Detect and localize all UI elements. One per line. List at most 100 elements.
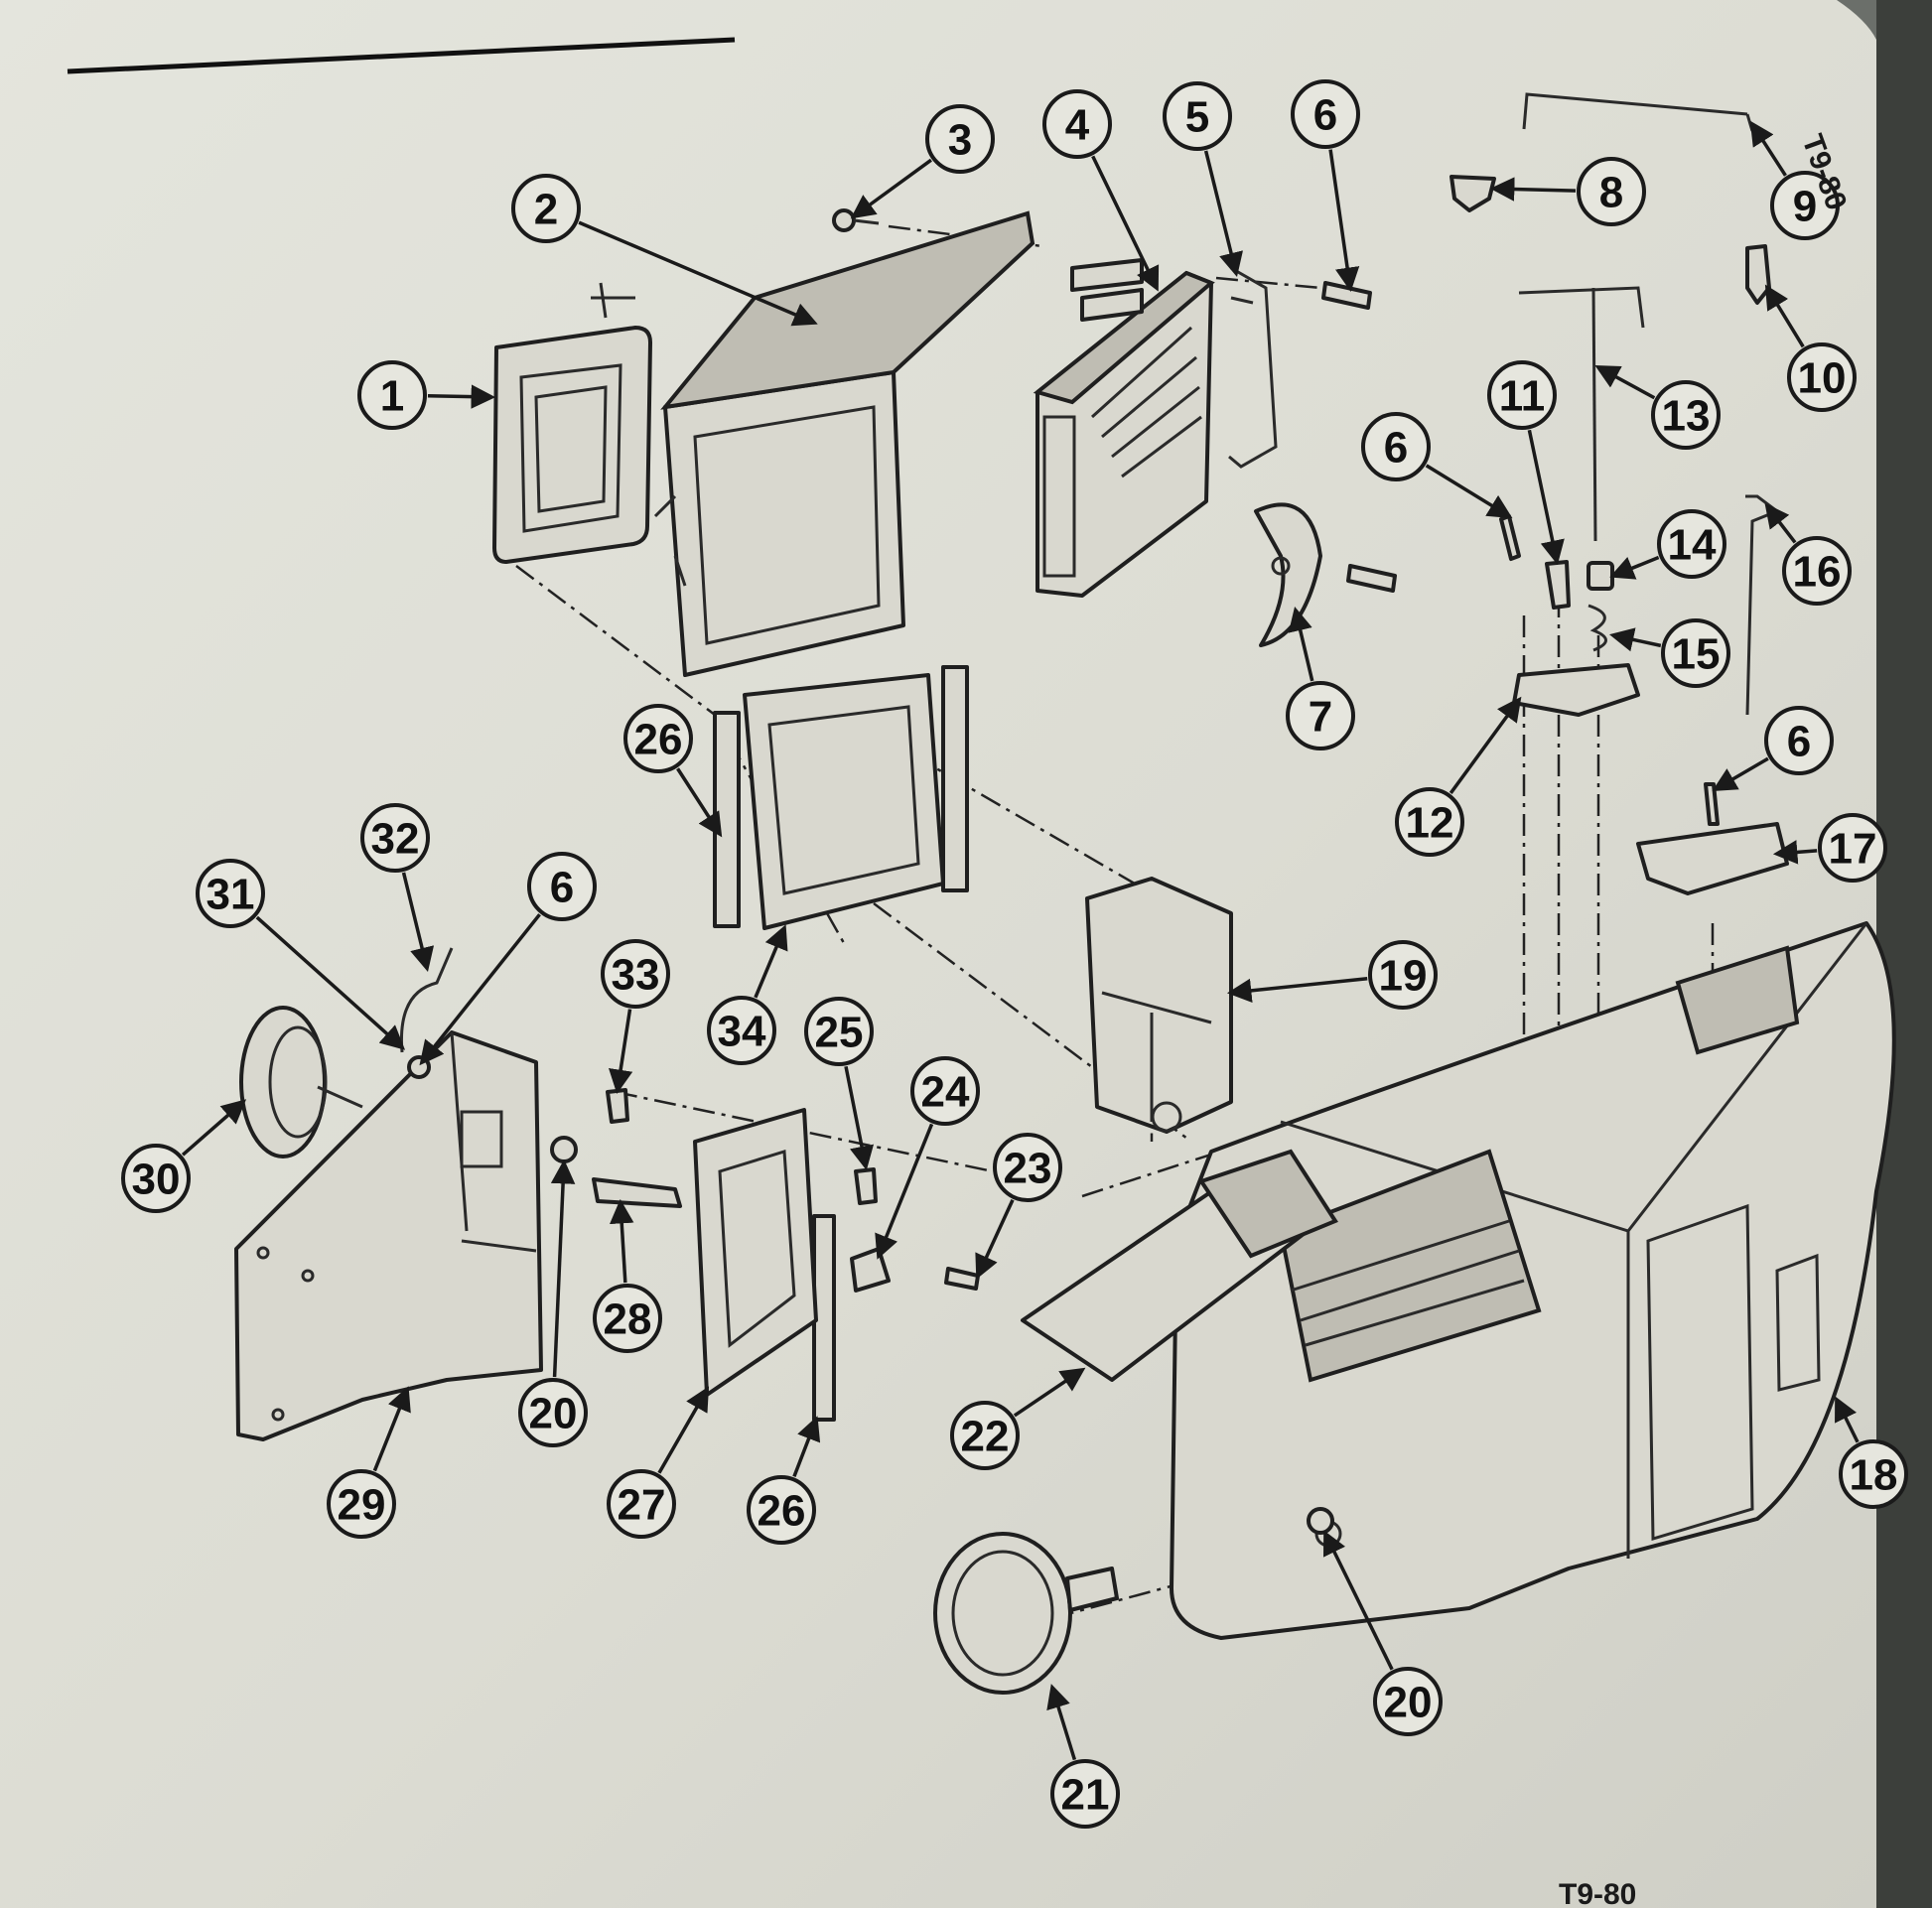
leader-line: [1527, 429, 1565, 565]
leader-line: [1013, 1367, 1086, 1418]
callout-26: 26: [623, 704, 723, 838]
callout-number: 30: [132, 1156, 181, 1204]
callout-bubble: [1661, 618, 1730, 688]
callout-number: 5: [1185, 93, 1209, 142]
callout-number: 8: [1599, 169, 1623, 217]
callout-number: 28: [604, 1295, 652, 1344]
leader-line: [255, 915, 406, 1050]
callout-28: 28: [593, 1198, 662, 1353]
callout-number: 4: [1065, 101, 1090, 150]
leader-line: [1046, 1684, 1077, 1761]
callout-bubble: [623, 704, 693, 773]
callout-number: 2: [534, 186, 558, 234]
callout-bubble: [925, 104, 995, 174]
callout-26: 26: [747, 1416, 821, 1545]
leader-line: [1764, 284, 1805, 348]
callout-number: 24: [921, 1068, 970, 1117]
callout-bubble: [1373, 1667, 1443, 1736]
callout-bubble: [518, 1378, 588, 1447]
part-2-frame: [653, 210, 1035, 677]
leader-line: [1609, 555, 1660, 580]
leader-line: [1328, 149, 1360, 293]
callout-number: 33: [612, 951, 660, 1000]
callout-20: 20: [1323, 1530, 1443, 1736]
leader-line: [578, 220, 818, 327]
leader-line: [1449, 696, 1522, 794]
callout-bubble: [1395, 787, 1464, 857]
part-22-slide: [1021, 1149, 1338, 1382]
callout-bubble: [747, 1475, 816, 1545]
part-3-screw: [832, 208, 880, 232]
leader-line: [1594, 365, 1656, 400]
callout-number: 7: [1309, 693, 1332, 742]
callout-bubble: [1782, 536, 1852, 606]
callout-25: 25: [804, 997, 875, 1171]
callout-number: 34: [718, 1008, 766, 1056]
leader-line: [1609, 627, 1662, 652]
callout-bubble: [196, 859, 265, 928]
leader-line: [1489, 177, 1577, 202]
part-18-case: [1170, 921, 1896, 1640]
leader-line: [550, 1158, 576, 1378]
callout-number: 23: [1004, 1145, 1052, 1193]
callout-8: 8: [1489, 157, 1646, 226]
leader-line: [1749, 120, 1787, 177]
leader-line: [1323, 1530, 1394, 1671]
callout-number: 1: [380, 372, 404, 421]
callout-number: 9: [1793, 183, 1817, 231]
callout-bubble: [707, 996, 776, 1065]
part-30-vacuum-motor: [239, 1006, 363, 1158]
part-5-bracket: [1228, 266, 1278, 469]
callout-2: 2: [511, 174, 818, 327]
callout-1: 1: [357, 360, 496, 430]
callout-9: 9: [1749, 120, 1840, 240]
callout-number: 16: [1793, 548, 1842, 597]
callout-number: 20: [529, 1390, 578, 1438]
leader-line: [1764, 502, 1797, 544]
callout-bubble: [1839, 1439, 1908, 1509]
callout-bubble: [360, 803, 430, 873]
callout-bubble: [511, 174, 581, 243]
leader-line: [676, 767, 723, 838]
leader-line: [1091, 155, 1160, 292]
part-26-seals: [713, 665, 969, 1422]
callout-bubble: [950, 1401, 1020, 1470]
leader-line: [372, 1386, 411, 1472]
leader-line: [1712, 756, 1769, 792]
callout-bubble: [1361, 412, 1431, 481]
callout-number: 6: [550, 864, 574, 912]
callout-bubble: [1651, 380, 1721, 450]
callout-number: 26: [758, 1487, 806, 1536]
callout-14: 14: [1609, 509, 1726, 580]
callout-number: 3: [948, 116, 972, 165]
leader-line: [754, 924, 788, 999]
callout-number: 12: [1406, 799, 1454, 848]
callout-bubble: [1286, 681, 1355, 750]
callout-17: 17: [1772, 813, 1887, 883]
callout-22: 22: [950, 1367, 1086, 1470]
leader-line: [1425, 464, 1513, 519]
callout-number: 29: [338, 1481, 386, 1530]
leader-line: [844, 1065, 875, 1171]
leader-line: [875, 1123, 934, 1260]
callout-number: 10: [1798, 354, 1847, 403]
leader-line: [1835, 1396, 1860, 1443]
callout-number: 6: [1313, 91, 1337, 140]
callout-11: 11: [1487, 360, 1565, 565]
callout-number: 19: [1379, 952, 1428, 1001]
callout-4: 4: [1042, 89, 1160, 292]
callout-bubble: [1577, 157, 1646, 226]
leader-line: [792, 1416, 821, 1478]
callout-number: 11: [1499, 372, 1546, 421]
callout-number: 22: [961, 1413, 1010, 1461]
leader-line: [181, 1099, 247, 1157]
callout-number: 26: [634, 716, 683, 764]
callout-bubble: [1042, 89, 1112, 159]
callout-number: 32: [371, 815, 420, 864]
callout-3: 3: [850, 104, 995, 219]
leader-line: [1203, 150, 1244, 277]
part-21-actuator: [933, 1532, 1119, 1695]
callout-30: 30: [121, 1099, 247, 1213]
callout-6: 6: [1712, 706, 1834, 792]
